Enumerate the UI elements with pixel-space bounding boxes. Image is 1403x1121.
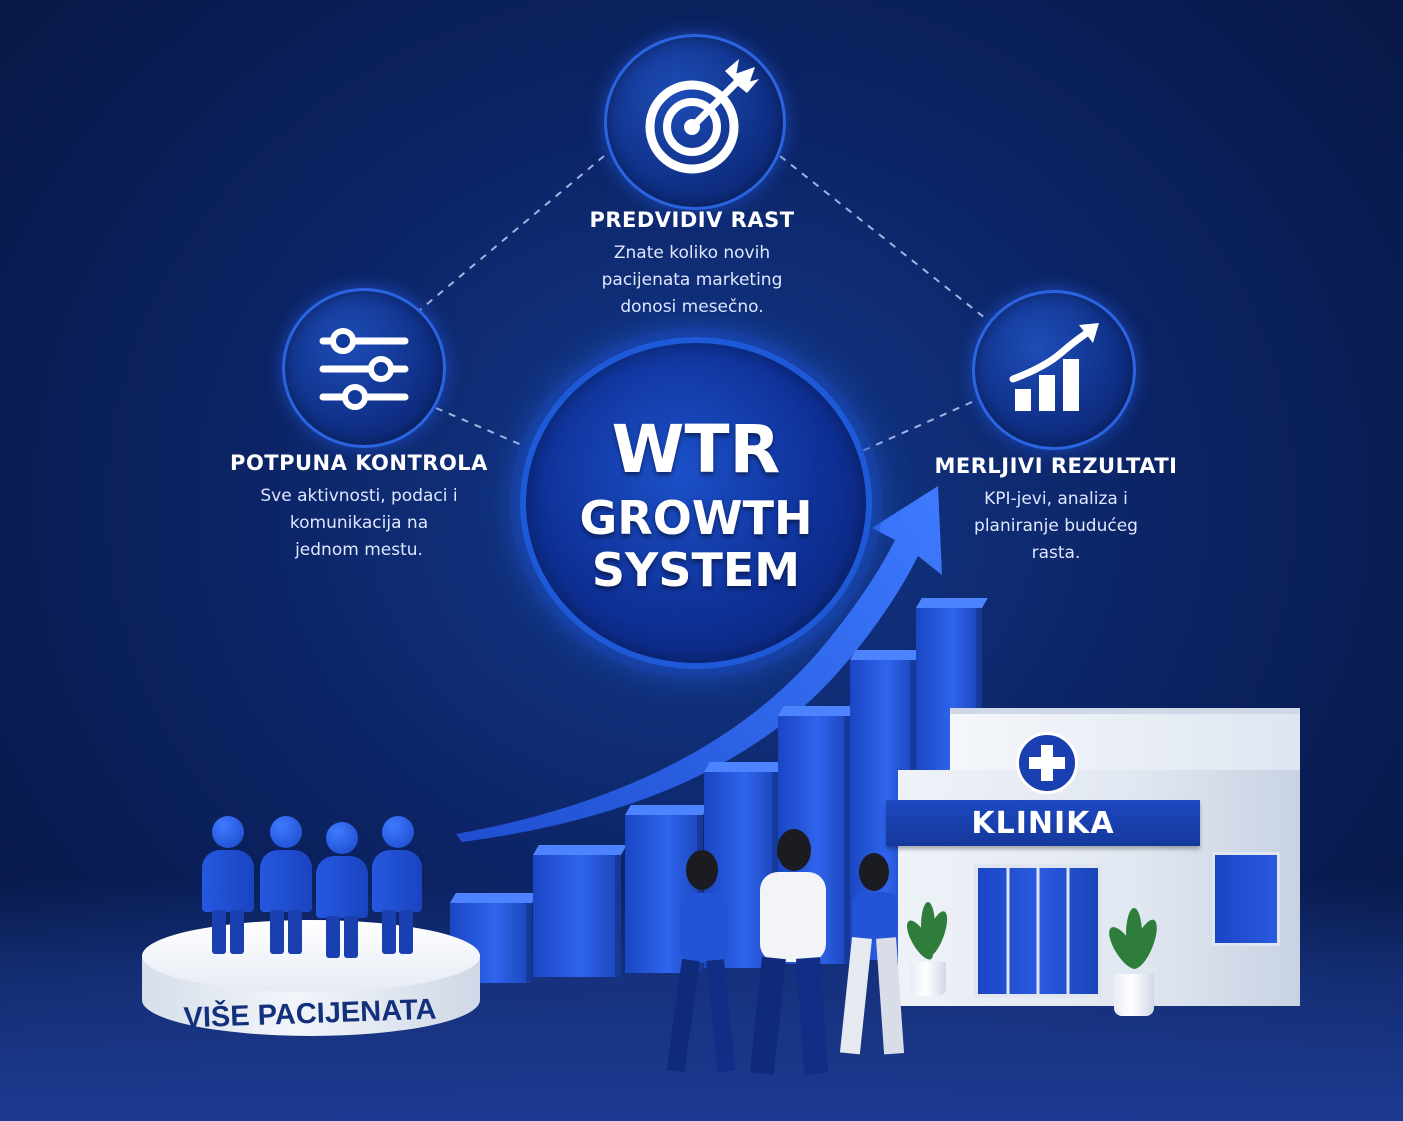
- chart-bar-2: [533, 845, 627, 977]
- center-title-line1: WTR: [611, 411, 781, 488]
- feature-circle-right: [972, 290, 1136, 450]
- wtr-growth-system-badge: WTR GROWTH SYSTEM: [520, 337, 872, 669]
- patient-figure-icon: [202, 816, 254, 956]
- clinic-window: [1212, 852, 1280, 946]
- feature-title-top: PREDVIDIV RAST: [589, 208, 795, 232]
- patient-figure-icon: [316, 822, 368, 962]
- feature-circle-top: [604, 34, 786, 210]
- center-title-line2: GROWTH: [579, 491, 813, 545]
- feature-circle-left: [282, 288, 446, 448]
- clinic-sign-text: KLINIKA: [971, 806, 1115, 841]
- center-title-line3: SYSTEM: [591, 543, 801, 597]
- sliders-icon: [319, 328, 409, 410]
- feature-desc-top: Znate koliko novih pacijenata marketing …: [601, 243, 783, 317]
- target-icon: [645, 59, 759, 174]
- plant-pot: [1114, 974, 1154, 1016]
- feature-title-right: MERLJIVI REZULTATI: [934, 454, 1178, 478]
- growth-chart-icon: [1009, 323, 1099, 411]
- feature-desc-left: Sve aktivnosti, podaci i komunikacija na…: [260, 486, 458, 560]
- patient-figure-icon: [372, 816, 422, 956]
- patient-figure-icon: [260, 816, 312, 956]
- walking-woman-2: [839, 853, 905, 1055]
- clinic-sign: KLINIKA: [886, 800, 1200, 846]
- feature-desc-right: KPI-jevi, analiza i planiranje budućeg r…: [974, 489, 1138, 563]
- walking-woman-1: [666, 850, 736, 1073]
- medical-cross-icon: [1016, 732, 1078, 794]
- plant-pot: [910, 962, 946, 996]
- walking-man: [749, 829, 829, 1075]
- feature-title-left: POTPUNA KONTROLA: [230, 451, 488, 475]
- podium-top: [142, 920, 480, 992]
- clinic-door: [974, 864, 1102, 998]
